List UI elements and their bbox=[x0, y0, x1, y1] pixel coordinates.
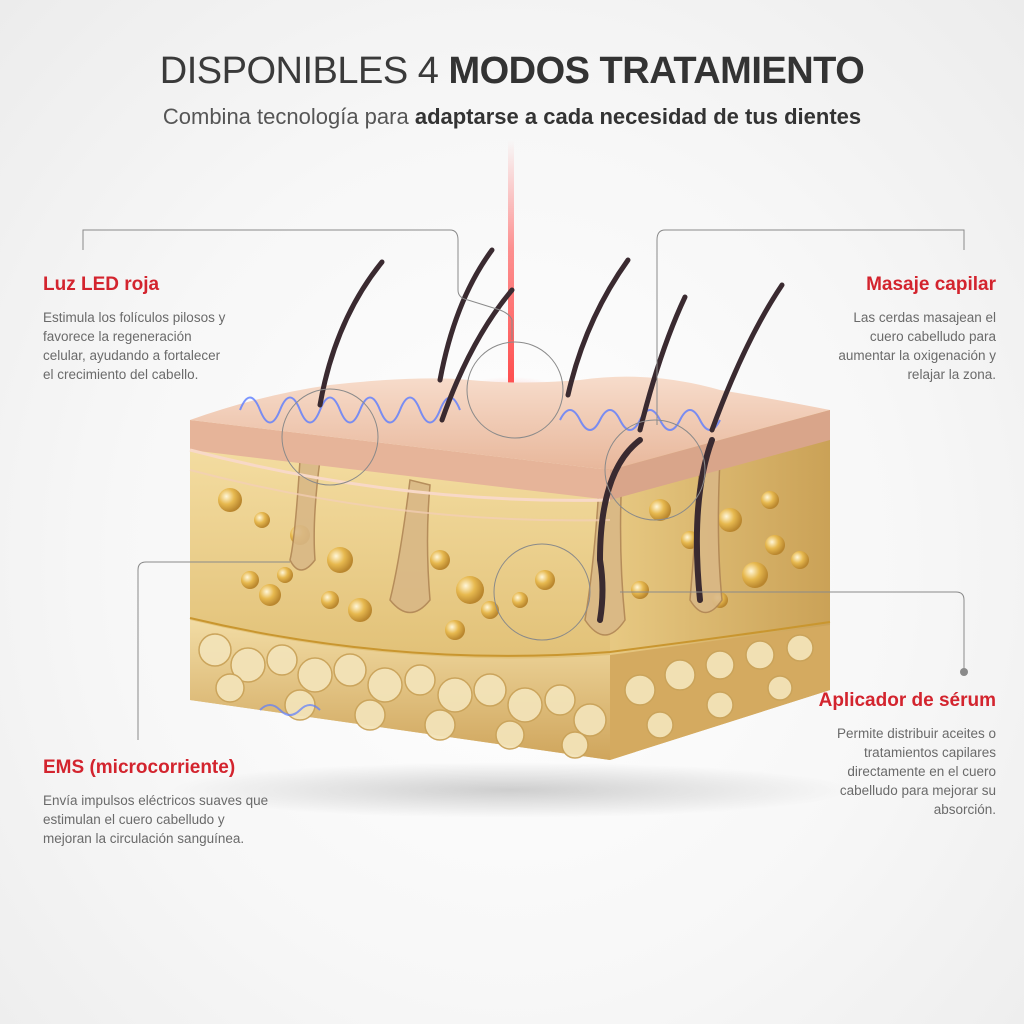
title-light: DISPONIBLES 4 bbox=[159, 50, 439, 92]
feature-massage: Masaje capilar Las cerdas masajean el cu… bbox=[820, 274, 996, 384]
feature-massage-title: Masaje capilar bbox=[866, 274, 996, 295]
page-subtitle: Combina tecnología para adaptarse a cada… bbox=[0, 104, 1024, 130]
feature-massage-text: Las cerdas masajean el cuero cabelludo p… bbox=[838, 310, 996, 382]
feature-led: Luz LED roja Estimula los folículos pilo… bbox=[43, 274, 233, 384]
title-bold: MODOS TRATAMIENTO bbox=[448, 50, 865, 92]
subtitle-bold: adaptarse a cada necesidad de tus diente… bbox=[414, 104, 862, 129]
page-title: DISPONIBLES 4 MODOS TRATAMIENTO bbox=[0, 50, 1024, 93]
feature-serum-title: Aplicador de sérum bbox=[818, 690, 996, 711]
feature-ems-text: Envía impulsos eléctricos suaves que est… bbox=[43, 793, 269, 846]
feature-ems-title: EMS (microcorriente) bbox=[43, 757, 236, 778]
subtitle-light: Combina tecnología para bbox=[162, 104, 409, 129]
feature-led-text: Estimula los folículos pilosos y favorec… bbox=[43, 310, 226, 382]
led-callout-line bbox=[82, 229, 513, 340]
feature-ems: EMS (microcorriente) Envía impulsos eléc… bbox=[43, 757, 273, 848]
feature-serum: Aplicador de sérum Permite distribuir ac… bbox=[800, 690, 996, 819]
led-light-beam bbox=[508, 140, 514, 410]
feature-serum-text: Permite distribuir aceites o tratamiento… bbox=[836, 726, 996, 817]
feature-led-title: Luz LED roja bbox=[43, 274, 160, 295]
